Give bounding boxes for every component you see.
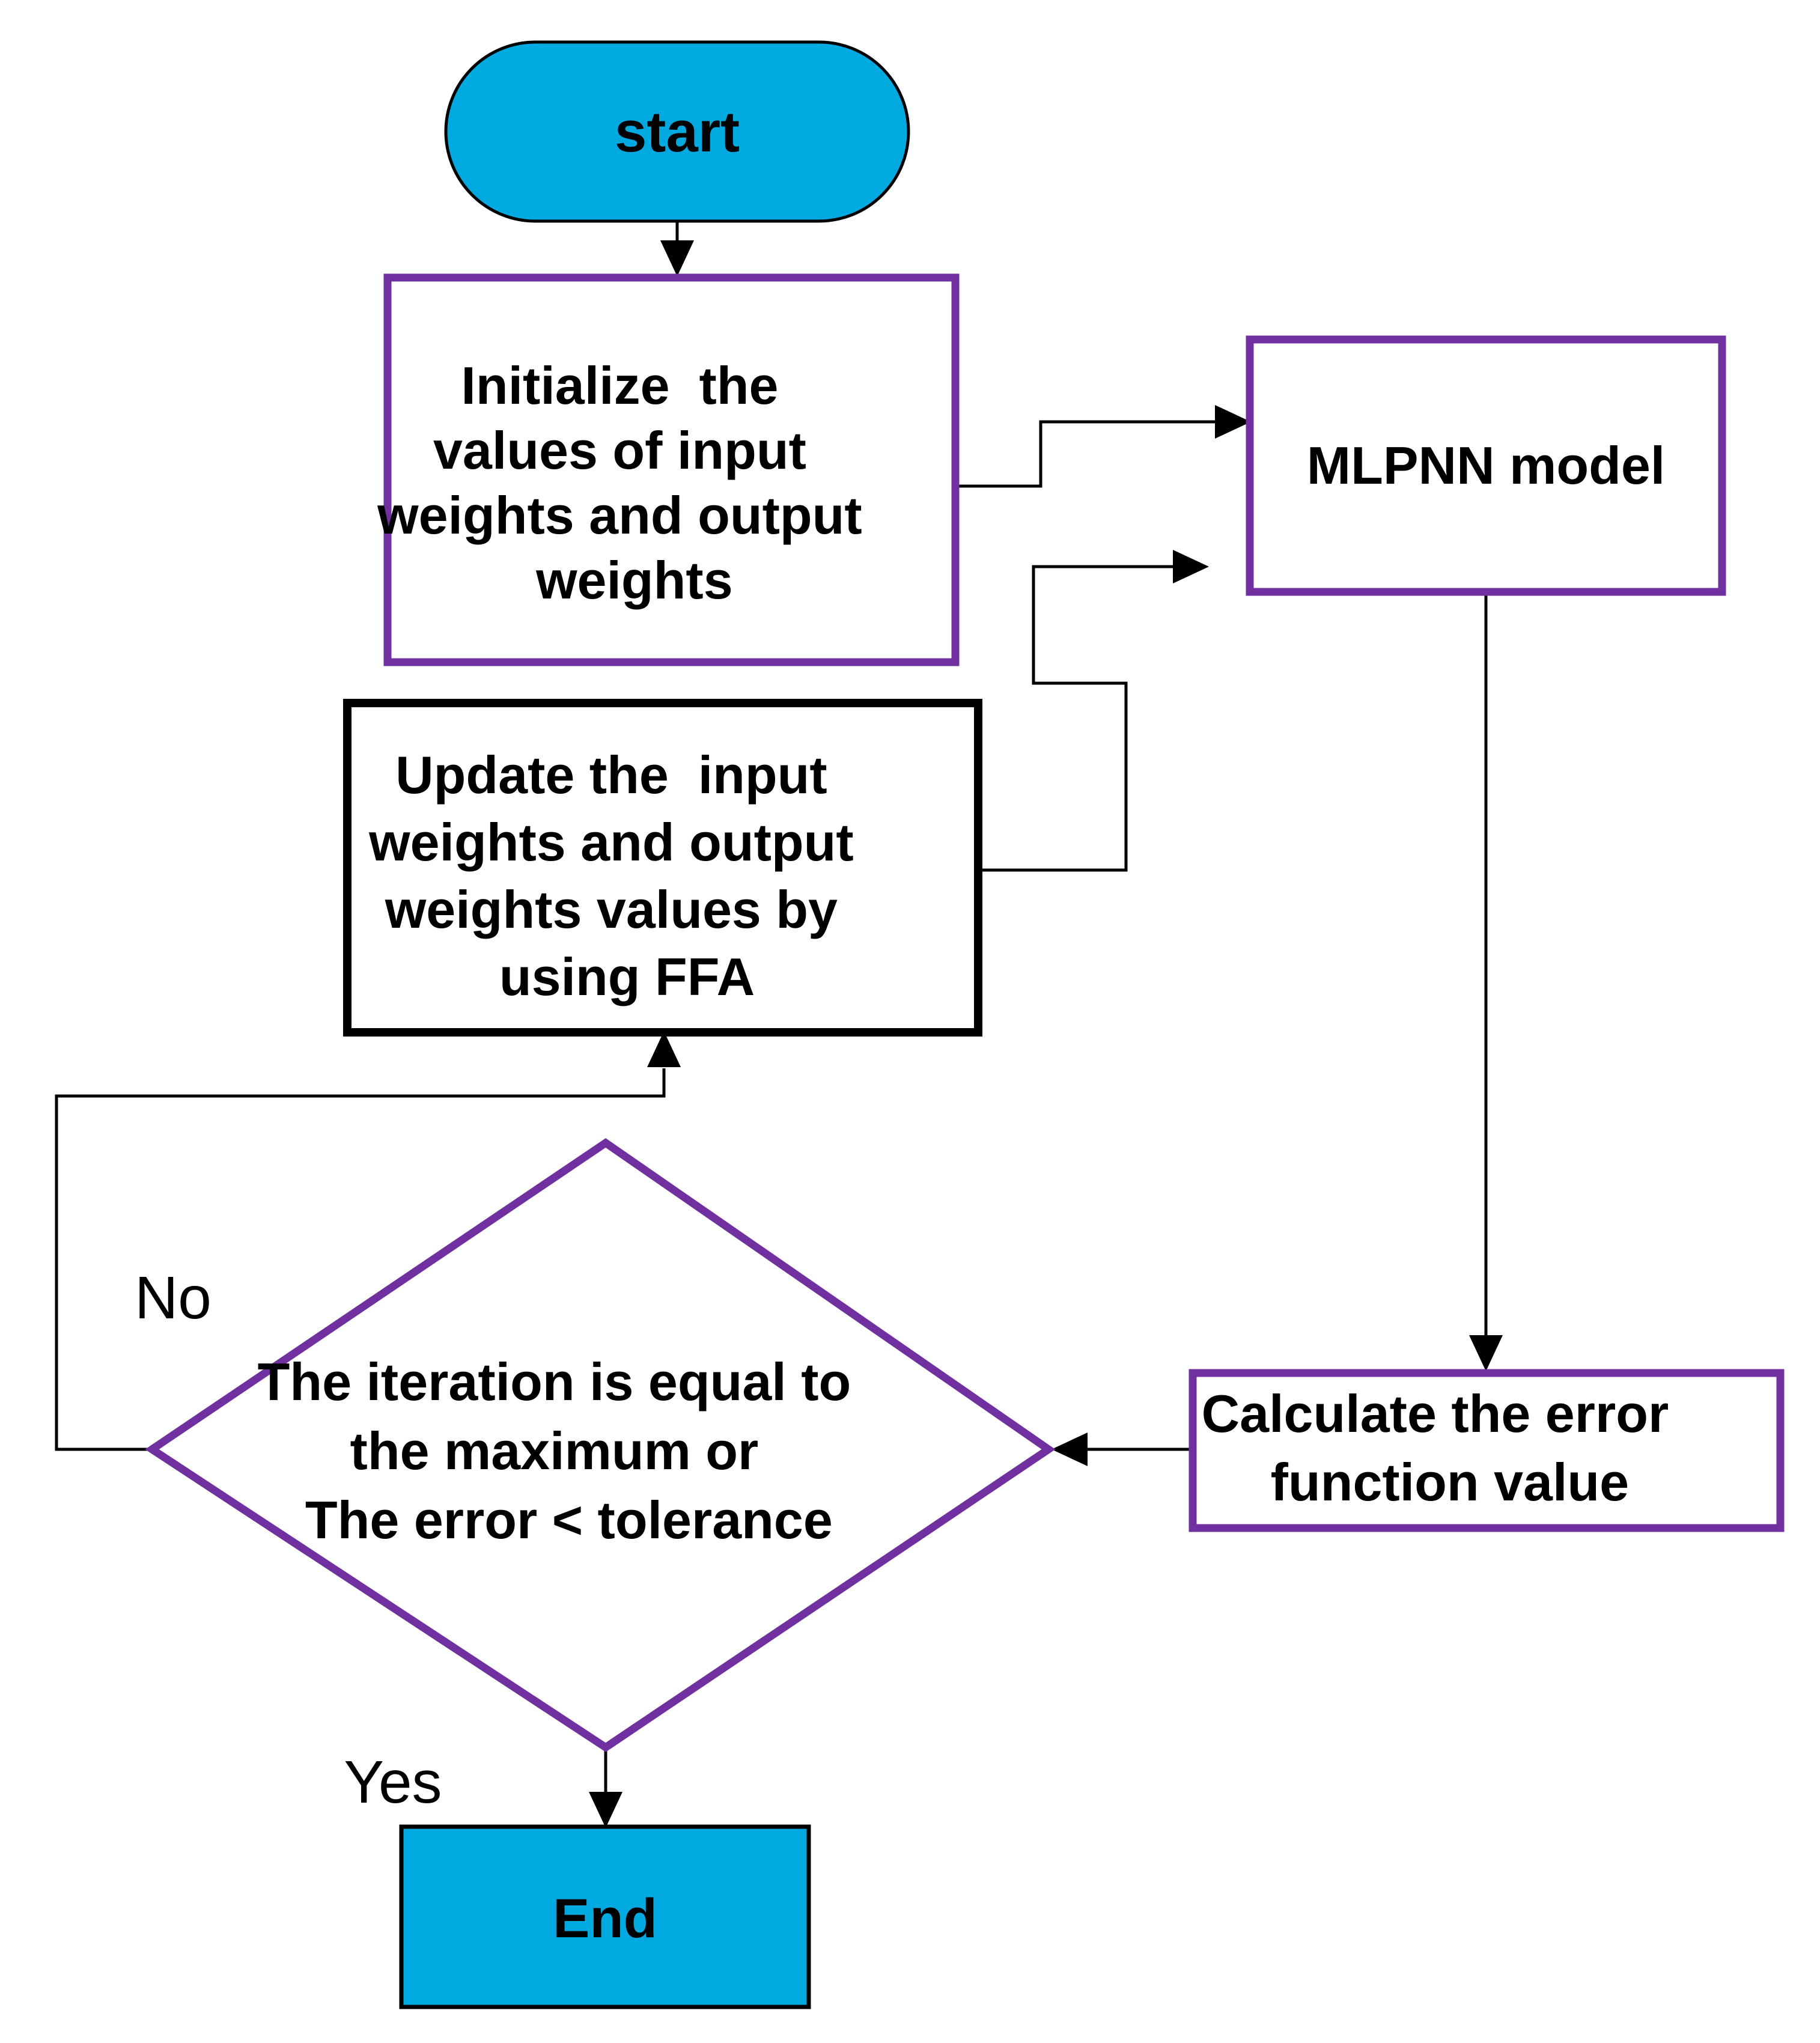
initialize-line-2: values of input [433,421,806,480]
update-line-3: weights values by [385,880,838,939]
edge-update-mlpnn [978,565,1174,872]
arrowhead-decision-yes-end [589,1792,622,1828]
node-start-label: start [615,100,740,164]
initialize-line-1: Initialize the [461,356,778,415]
edge-initialize-mlpnn [955,420,1216,488]
update-line-2: weights and output [368,812,854,872]
decision-line-2: the maximum or [350,1421,759,1481]
arrowhead-mlpnn-calculate [1469,1335,1503,1371]
arrowhead-calculate-decision [1052,1433,1088,1466]
node-start-shape [444,40,910,223]
initialize-line-4: weights [535,550,733,610]
node-update-label: Update the input weights and output weig… [368,745,957,1006]
node-update-shape [343,699,982,1037]
initialize-line-3: weights and output [377,486,862,545]
update-line-4: using FFA [499,947,754,1006]
decision-line-1: The iteration is equal to [258,1352,851,1411]
node-calculate-shape [1188,1369,1785,1532]
node-mlpnn-label: MLPNN model [1307,436,1665,495]
update-line-1: Update the input [395,745,827,805]
edge-label-yes: Yes [344,1749,442,1816]
arrowhead-decision-no-update [647,1031,681,1067]
decision-line-3: The error < tolerance [305,1490,833,1550]
calculate-line-2: function value [1271,1452,1630,1512]
arrowhead-initialize-mlpnn [1215,405,1251,439]
node-initialize-shape [383,273,960,666]
node-decision-shape [145,1138,1056,1752]
arrowhead-update-mlpnn [1173,550,1209,583]
node-end-shape [399,1824,811,2009]
node-mlpnn-shape [1246,335,1726,596]
node-initialize-label: Initialize the values of input weights a… [377,356,965,610]
edge-decision-no-update [55,1068,666,1451]
node-decision-label: The iteration is equal to the maximum or… [258,1352,954,1550]
edge-label-no: No [135,1264,212,1332]
node-end-label: End [553,1888,657,1949]
arrowhead-start-initialize [660,240,694,276]
node-calculate-label: Calculate the error function value [1202,1384,1772,1512]
calculate-line-1: Calculate the error [1202,1384,1669,1443]
